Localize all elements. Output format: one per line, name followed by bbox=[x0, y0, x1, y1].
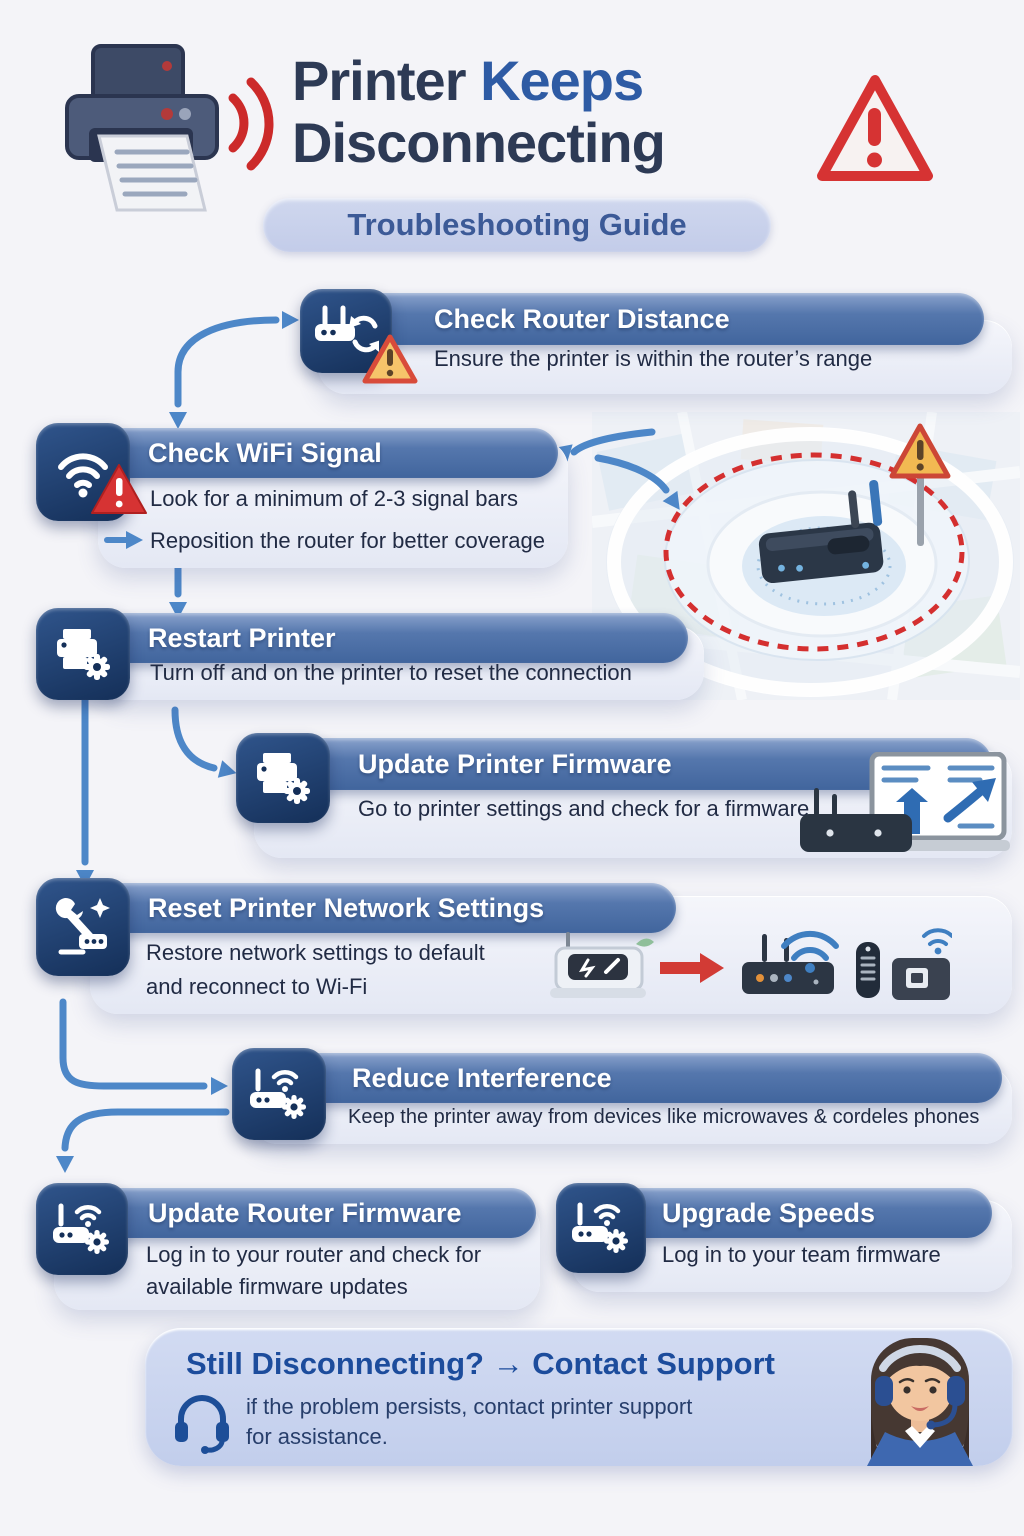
step-body-line: available firmware updates bbox=[146, 1274, 408, 1299]
support-agent-illustration bbox=[867, 1338, 973, 1466]
map-illustration bbox=[592, 412, 1020, 700]
wrench-settings-icon bbox=[36, 878, 130, 976]
step-body-line: Ensure the printer is within the router’… bbox=[434, 346, 873, 371]
step-title: Upgrade Speeds bbox=[662, 1197, 876, 1228]
step-body-line: Go to printer settings and check for a f… bbox=[358, 796, 810, 821]
step-body-line: Reposition the router for better coverag… bbox=[150, 528, 546, 553]
warning-triangle-icon bbox=[817, 75, 933, 181]
step-body-line: Look for a minimum of 2-3 signal bars bbox=[150, 486, 519, 511]
headset-icon bbox=[175, 1395, 229, 1454]
printer-wifi-icon bbox=[65, 44, 274, 212]
subtitle-text: Troubleshooting Guide bbox=[347, 207, 687, 242]
printer-gear-icon bbox=[36, 608, 130, 700]
step-title: Restart Printer bbox=[148, 622, 336, 653]
printer-gear-icon bbox=[236, 733, 330, 823]
laptop-update-illustration bbox=[800, 752, 1010, 852]
page-title: Printer Keeps Disconnecting bbox=[292, 49, 666, 174]
title-part1: Printer bbox=[292, 49, 466, 112]
router-wifi-gear-icon bbox=[556, 1183, 646, 1273]
step-header-bar: Check WiFi Signal bbox=[72, 428, 558, 478]
step-body-line: Turn off and on the printer to reset the… bbox=[150, 660, 632, 685]
step-title: Check WiFi Signal bbox=[148, 437, 382, 468]
warning-triangle-icon bbox=[362, 334, 418, 384]
subtitle-pill: Troubleshooting Guide bbox=[263, 198, 771, 252]
contact-support-banner: Still Disconnecting? → Contact Support i… bbox=[145, 1328, 1013, 1466]
footer-title: Still Disconnecting? → Contact Support bbox=[186, 1346, 775, 1381]
alert-triangle-icon bbox=[91, 464, 147, 514]
step-title: Reset Printer Network Settings bbox=[148, 892, 545, 923]
reset-devices-illustration bbox=[550, 928, 952, 1000]
map-warning-sign-icon bbox=[889, 423, 951, 546]
step-header-bar: Upgrade Speeds bbox=[588, 1188, 992, 1238]
footer-body-line: if the problem persists, contact printer… bbox=[246, 1394, 693, 1419]
step-title: Reduce Interference bbox=[352, 1062, 612, 1093]
step-header-bar: Update Router Firmware bbox=[70, 1188, 536, 1238]
title-part2: Keeps bbox=[480, 49, 644, 112]
step-header-bar: Restart Printer bbox=[72, 613, 688, 663]
step-body-line: Log in to your router and check for bbox=[146, 1242, 482, 1267]
router-wifi-gear-icon bbox=[232, 1048, 326, 1140]
title-line2: Disconnecting bbox=[292, 111, 666, 174]
step-title: Check Router Distance bbox=[434, 303, 730, 334]
step-title: Update Printer Firmware bbox=[358, 748, 672, 779]
step-header-bar: Reduce Interference bbox=[268, 1053, 1002, 1103]
router-wifi-gear-icon bbox=[36, 1183, 128, 1275]
step-body-line: Keep the printer away from devices like … bbox=[348, 1106, 980, 1128]
step-title: Update Router Firmware bbox=[148, 1197, 462, 1228]
step-body-line: Restore network settings to default bbox=[146, 940, 485, 965]
step-header-bar: Check Router Distance bbox=[338, 293, 984, 345]
step-header-bar: Reset Printer Network Settings bbox=[72, 883, 676, 933]
footer-body-line: for assistance. bbox=[246, 1424, 388, 1449]
step-body-line: and reconnect to Wi-Fi bbox=[146, 974, 368, 999]
router-illustration bbox=[758, 479, 884, 584]
arrow-right-icon bbox=[104, 531, 143, 549]
step-body-line: Log in to your team firmware bbox=[662, 1242, 941, 1267]
